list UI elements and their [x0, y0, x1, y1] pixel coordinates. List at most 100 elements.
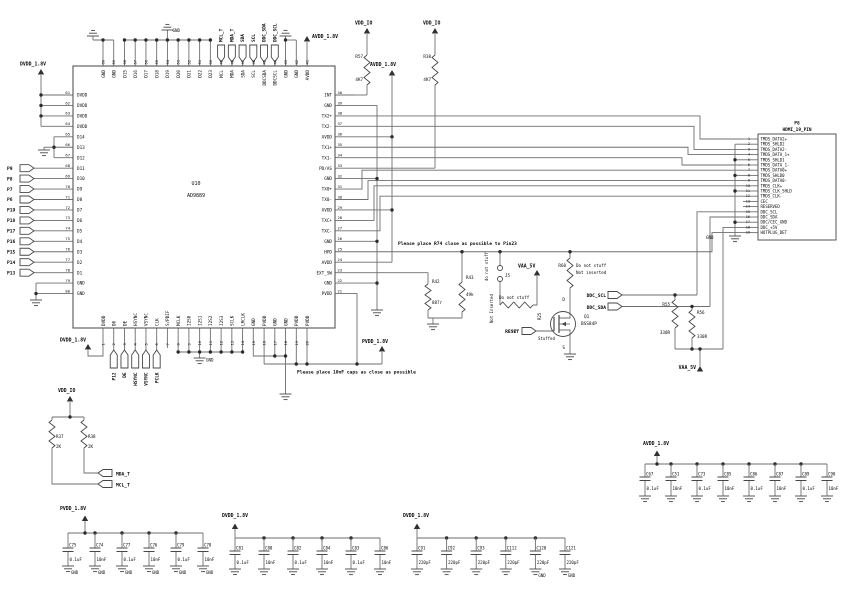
junction-dot: [305, 362, 309, 366]
pin-number: 17: [272, 341, 277, 346]
cap-value: 10nF: [266, 560, 276, 565]
cap-ref: C85: [724, 472, 732, 477]
junction-dot: [283, 354, 288, 358]
resistor-symbol: [499, 301, 534, 309]
pin-number: 76: [65, 247, 70, 252]
pin-name: HPD: [324, 249, 332, 255]
junction-dot: [208, 38, 213, 42]
junction-dot: [283, 38, 288, 42]
port-label: P17: [7, 229, 16, 235]
port-label: DDC_SCL: [272, 23, 278, 42]
pin-number: 12: [746, 194, 750, 198]
note: Stuffed: [538, 336, 555, 341]
pin-number: 18: [746, 225, 750, 229]
pin-name: D1: [77, 270, 83, 276]
pin-number: 22: [338, 278, 343, 283]
pin-number: 27: [338, 226, 343, 231]
port-label: MDA_T: [229, 28, 235, 42]
pin-number: 8: [176, 343, 181, 346]
pin-number: 10: [197, 340, 202, 345]
power-arrow: [653, 450, 661, 456]
cap-value: 220pF: [448, 560, 461, 565]
cap-ref: C89: [802, 472, 810, 477]
port-connector: [19, 174, 35, 183]
resistor-symbol: [671, 299, 679, 329]
port-label: P7: [7, 187, 13, 193]
pin-name: INT: [324, 93, 332, 99]
pin-name: TMDS_SHLD0: [761, 173, 786, 178]
gnd-label: GND: [125, 570, 133, 575]
cap-value: 10nF: [829, 486, 839, 491]
pin-name: DVDD: [77, 103, 88, 109]
pin-name: TMDS_SHLD1: [761, 157, 786, 162]
gnd-label: GND: [206, 570, 214, 575]
cap-ref: C73: [698, 472, 706, 477]
cap-ref: C81: [236, 546, 244, 551]
cap-ref: C80: [265, 546, 273, 551]
pin-name: TX2+: [322, 114, 333, 120]
pin-number: 3: [122, 343, 127, 345]
wire: [87, 328, 104, 357]
port-label: DDC_SDA: [262, 23, 268, 42]
junction-dot: [698, 347, 702, 351]
power-arrow: [231, 523, 239, 529]
port-label: P8: [7, 176, 13, 182]
pin-name: SCL: [251, 70, 257, 78]
pin-name: TMDS_DATA2+: [761, 137, 788, 142]
power-arrow: [81, 515, 89, 521]
pin-name: D13: [77, 145, 85, 151]
pin-name: PD/AS: [319, 166, 332, 172]
pin-number: 59: [111, 59, 116, 64]
pin-name: DVDD: [77, 114, 88, 120]
res-ref: R57: [355, 54, 363, 59]
cap-ref: C78: [204, 543, 212, 548]
port-connector: [19, 195, 35, 204]
pin-name: GND: [101, 70, 107, 78]
junction-dot: [197, 350, 202, 354]
jumper-pin: [497, 265, 503, 271]
res-ref: R42: [432, 279, 440, 284]
gnd-label: GND: [568, 573, 576, 578]
pin-number: 17: [746, 220, 750, 224]
pin-name: D4: [77, 239, 83, 245]
pin-name: I2S3: [219, 315, 225, 326]
power-arrow: [303, 36, 311, 42]
wire: [559, 288, 571, 319]
cap-value: 0.1uF: [178, 557, 191, 562]
pin-number: 30: [338, 194, 343, 199]
cap-ref: C121: [566, 546, 576, 551]
pin-name: PVDD: [294, 315, 300, 326]
gnd-label: GND: [71, 570, 79, 575]
pin-name: S: [562, 345, 565, 351]
pin-number: 68: [65, 163, 70, 168]
gnd-label: GND: [179, 570, 187, 575]
pin-number: 80: [65, 288, 70, 293]
pin-name: D: [562, 297, 565, 303]
junction-dot: [294, 362, 298, 366]
pin-name: D14: [77, 134, 85, 140]
wire: [355, 195, 743, 232]
pin-number: 73: [65, 215, 70, 220]
pin-number: 32: [338, 173, 343, 178]
pin-number: 14: [746, 205, 750, 209]
wire: [355, 180, 743, 200]
pin-name: DDCSCL: [273, 70, 279, 86]
port-connector: [97, 480, 113, 488]
pin-number: 70: [65, 184, 70, 189]
junction-dot: [733, 189, 737, 193]
junction-dot: [39, 114, 43, 118]
pin-name: S/PDIF: [165, 310, 171, 326]
pin-number: 41: [305, 59, 310, 64]
note: Please place 10nF caps as close as possi…: [297, 370, 416, 376]
pin-number: 79: [65, 278, 70, 283]
pin-number: 2: [111, 343, 116, 345]
pin-name: PVDD: [262, 315, 268, 326]
junction-dot: [176, 350, 180, 354]
pin-number: 60: [101, 59, 106, 64]
pin-name: I2S0: [187, 315, 193, 326]
pin-number: 24: [338, 257, 343, 262]
connector-ref: P8: [794, 121, 800, 127]
pin-number: 75: [65, 236, 70, 241]
pin-name: GND: [283, 70, 289, 78]
pin-number: 58: [122, 59, 127, 64]
